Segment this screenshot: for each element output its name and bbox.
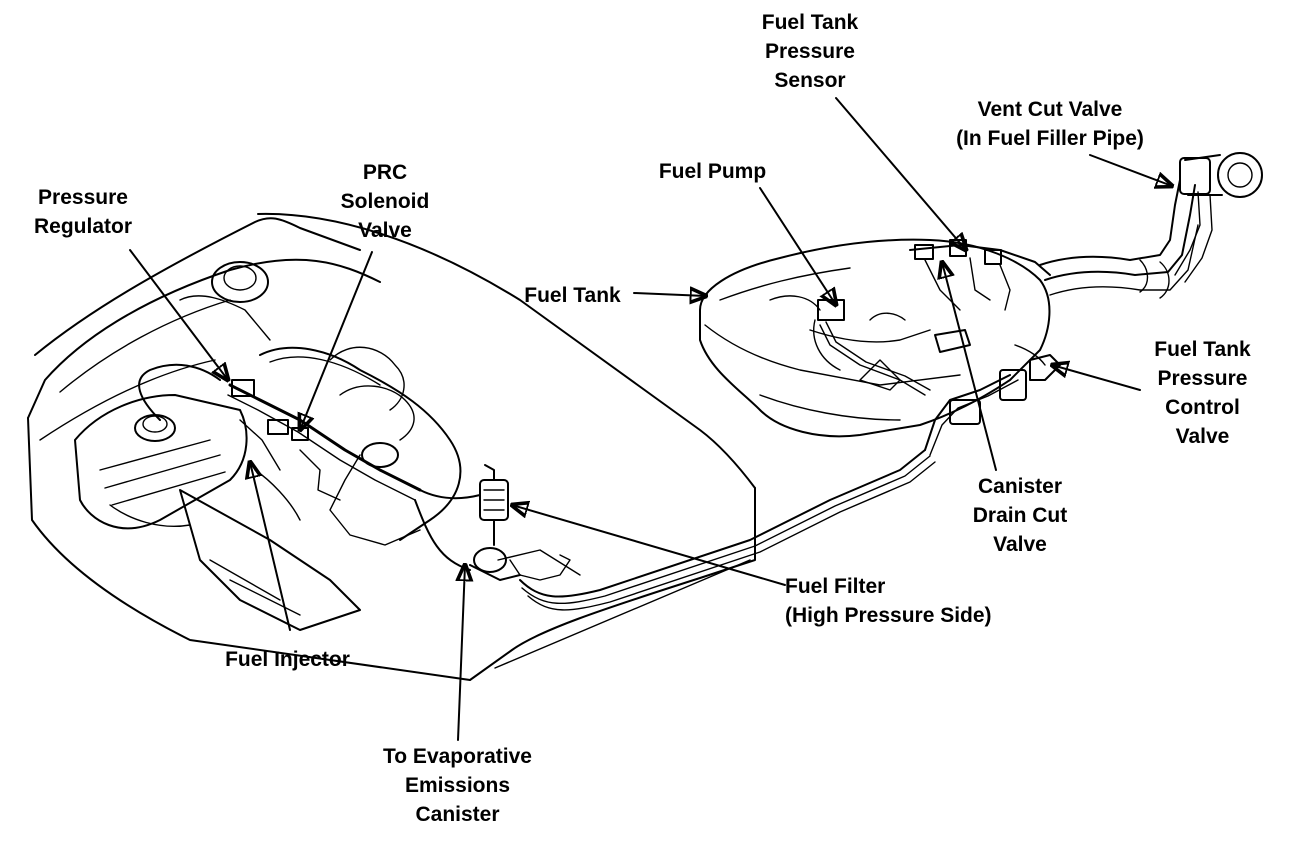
label-line: Fuel Filter: [785, 575, 886, 598]
leader-pressure-regulator: [129, 249, 228, 380]
label-line: (In Fuel Filler Pipe): [956, 127, 1144, 150]
label-line: Pressure: [38, 186, 128, 209]
leader-lines: [129, 97, 1172, 741]
label-fuel-pump: Fuel Pump: [640, 157, 785, 186]
label-line: Pressure: [765, 40, 855, 63]
label-line: Fuel Pump: [658, 160, 767, 183]
leader-evap-canister: [458, 565, 465, 741]
label-line: Regulator: [33, 215, 132, 238]
leader-fuel-injector: [250, 462, 291, 631]
label-line: Sensor: [774, 69, 846, 92]
label-fuel-tank-pressure-control-valve: Fuel Tank Pressure Control Valve: [1135, 335, 1270, 451]
leader-fuel-pump: [759, 187, 836, 305]
leader-fuel-filter: [512, 505, 786, 586]
fuel-lines: [414, 374, 1019, 611]
label-line: Canister: [415, 803, 500, 826]
label-fuel-filter: Fuel Filter (High Pressure Side): [785, 572, 1050, 630]
label-line: PRC: [362, 161, 408, 184]
label-line: Emissions: [404, 774, 511, 797]
label-fuel-tank: Fuel Tank: [510, 281, 635, 310]
label-line: Fuel Injector: [225, 648, 350, 671]
label-line: Solenoid: [340, 190, 430, 213]
label-line: To Evaporative: [383, 745, 532, 768]
leader-prc-solenoid: [300, 251, 373, 430]
label-line: Vent Cut Valve: [977, 98, 1123, 121]
fuel-tank-shape: [699, 238, 1061, 438]
leader-canister-drain-cut: [942, 262, 997, 471]
label-line: Fuel Tank: [761, 11, 859, 34]
fuel-filter-assembly: [469, 464, 521, 581]
label-prc-solenoid-valve: PRC Solenoid Valve: [330, 158, 440, 245]
leader-pressure-control-valve: [1052, 365, 1141, 391]
label-line: Valve: [358, 219, 412, 242]
label-line: Valve: [1175, 425, 1230, 448]
leader-vent-cut-valve: [1089, 154, 1172, 186]
label-line: Fuel Tank: [1154, 338, 1251, 361]
fuel-filler-pipe: [1039, 152, 1263, 299]
label-pressure-regulator: Pressure Regulator: [18, 183, 148, 241]
leader-fuel-tank: [633, 293, 706, 296]
label-line: (High Pressure Side): [785, 604, 992, 627]
vehicle-body-outline: [27, 212, 756, 681]
label-to-evaporative-emissions-canister: To Evaporative Emissions Canister: [360, 742, 555, 829]
label-fuel-injector: Fuel Injector: [205, 645, 370, 674]
label-fuel-tank-pressure-sensor: Fuel Tank Pressure Sensor: [745, 8, 875, 95]
label-line: Drain Cut: [972, 504, 1068, 527]
engine-bay: [74, 261, 462, 631]
label-line: Canister: [977, 475, 1063, 498]
label-line: Pressure: [1157, 367, 1248, 390]
leader-pressure-sensor: [835, 97, 966, 250]
label-canister-drain-cut-valve: Canister Drain Cut Valve: [955, 472, 1085, 559]
label-line: Fuel Tank: [524, 284, 621, 307]
label-line: Valve: [993, 533, 1047, 556]
label-vent-cut-valve: Vent Cut Valve (In Fuel Filler Pipe): [930, 95, 1170, 153]
label-line: Control: [1165, 396, 1240, 419]
